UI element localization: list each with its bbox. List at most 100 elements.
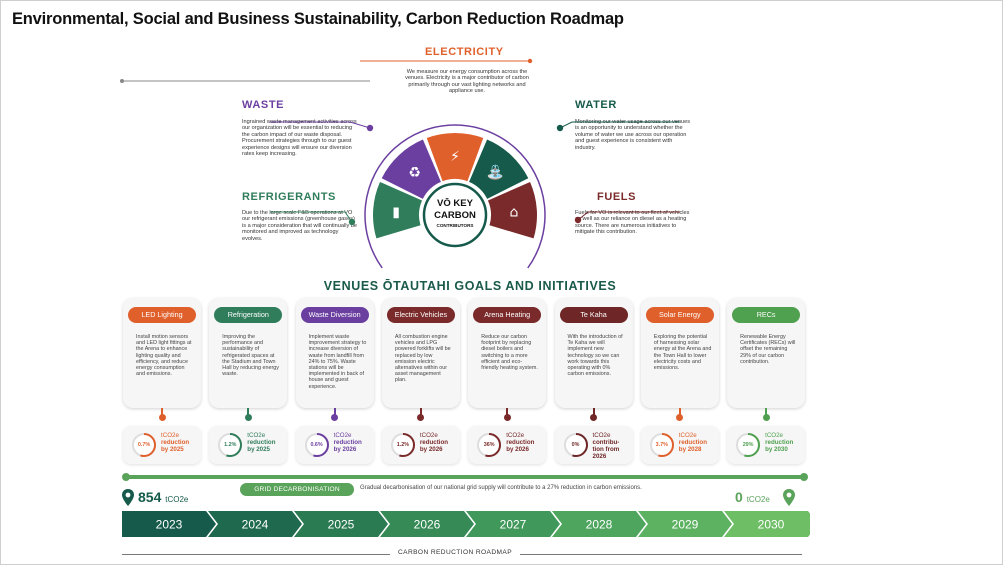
hub-center: [422, 182, 488, 248]
reduction-ring-fill: [218, 433, 243, 457]
grid-decarbonisation-text: Gradual decarbonisation of our national …: [360, 485, 642, 491]
start-total: 854 tCO2e: [138, 489, 188, 505]
hub-line-1: VŌ KEY: [437, 198, 474, 209]
initiative-connector: [506, 408, 509, 418]
reduction-text-line: by 2026: [506, 446, 529, 453]
fridge-icon: ▮: [392, 204, 400, 220]
year-chevron: [294, 511, 388, 537]
header-rules: [120, 58, 533, 83]
year-chevron: [380, 511, 474, 537]
reduction-ring: [390, 433, 415, 457]
hub-line-2: CARBON: [434, 210, 476, 221]
initiative-text: All combustion engine vehicles and LPG p…: [394, 334, 451, 384]
factory-icon: ⌂: [509, 204, 518, 220]
year-label: 2028: [586, 518, 613, 532]
reduction-text-line: by 2025: [161, 446, 184, 453]
initiative-label: Electric Vehicles: [386, 307, 455, 323]
water-tap-icon: ⛲: [487, 164, 504, 181]
initiative-label: Refrigeration: [214, 307, 283, 323]
initiative-text: Renewable Energy Certificates (RECs) wil…: [740, 334, 796, 365]
year-label: 2024: [242, 518, 269, 532]
reduction-text-line: tCO2e: [765, 432, 783, 439]
refrigerants-title: REFRIGERANTS: [242, 191, 336, 203]
initiative-text: Reduce our carbon footprint by replacing…: [481, 334, 538, 372]
reduction-percent: 1.2%: [396, 442, 410, 448]
grid-start-dot: [122, 473, 130, 481]
initiative-label: Waste Diversion: [300, 307, 369, 323]
reduction-percent: 0%: [571, 442, 580, 448]
reduction-text-line: by 2030: [765, 446, 788, 453]
recycle-icon: ♻: [408, 165, 421, 181]
hub-segment-refrigerants: [373, 181, 423, 239]
reduction-percent: 3.7%: [655, 442, 668, 448]
initiative-connector: [765, 408, 768, 418]
reduction-text-line: tCO2e: [161, 432, 179, 439]
initiative-connector: [161, 408, 163, 418]
reduction-ring: [132, 433, 156, 457]
reduction-ring: [218, 433, 243, 457]
reduction-ring-fill: [390, 433, 415, 457]
reduction-text-line: reduction: [765, 439, 794, 446]
location-pin-end-icon: [783, 489, 795, 506]
section-title: VENUES ŌTAUTAHI GOALS AND INITIATIVES: [323, 279, 617, 293]
initiative-label: RECs: [732, 307, 801, 323]
initiative-text: Implement waste improvement strategy to …: [308, 334, 367, 390]
reduction-text-line: contribu-: [592, 439, 620, 446]
start-total-value: 854: [138, 489, 162, 505]
page-title: Environmental, Social and Business Susta…: [12, 10, 624, 28]
reduction-ring-fill: [736, 433, 761, 457]
reduction-text-line: by 2026: [333, 446, 357, 453]
initiative-text: With the introduction of Te Kaha we will…: [567, 334, 623, 378]
initiative-connector: [592, 408, 595, 418]
electricity-text: We measure our energy consumption across…: [405, 69, 529, 95]
reduction-ring-fill: [649, 433, 674, 457]
initiative-connector: [333, 408, 336, 418]
reduction-ring: [477, 433, 502, 457]
year-chevron: [208, 511, 302, 537]
refrigerants-text: Due to the large scale F&B operations at…: [242, 210, 358, 242]
initiative-dot: [503, 414, 511, 421]
lightning-icon: ⚡: [450, 149, 460, 165]
location-pin-icon: [122, 489, 134, 506]
hub-segment-water: [469, 139, 529, 199]
end-total: 0 tCO2e: [735, 489, 770, 505]
grid-end-dot: [800, 473, 808, 481]
hub-segment-electricity: [426, 133, 484, 182]
reduction-text-line: reduction: [161, 439, 190, 446]
reduction-text-line: 2026: [592, 453, 607, 460]
initiative-dot: [762, 414, 770, 421]
reduction-text-line: tCO2e: [592, 432, 611, 439]
end-total-unit: tCO2e: [746, 495, 770, 504]
initiative-label: Solar Energy: [645, 307, 714, 323]
initiative-connector: [419, 408, 422, 418]
initiative-label: Te Kaha: [559, 307, 628, 323]
end-total-value: 0: [735, 489, 743, 505]
reduction-text-line: tCO2e: [333, 432, 352, 439]
reduction-text-line: tCO2e: [506, 432, 525, 439]
year-label: 2027: [500, 518, 527, 532]
initiative-dot: [158, 414, 166, 421]
hub-line-3: CONTRIBUTORS: [437, 223, 474, 228]
initiative-connector: [678, 408, 681, 418]
reduction-percent: 1.2%: [224, 442, 237, 448]
reduction-text-line: by 2026: [419, 446, 443, 453]
reduction-ring: [563, 433, 588, 457]
year-chevron: [466, 511, 560, 537]
reduction-text-line: reduction: [333, 439, 362, 446]
year-label: 2029: [672, 518, 699, 532]
